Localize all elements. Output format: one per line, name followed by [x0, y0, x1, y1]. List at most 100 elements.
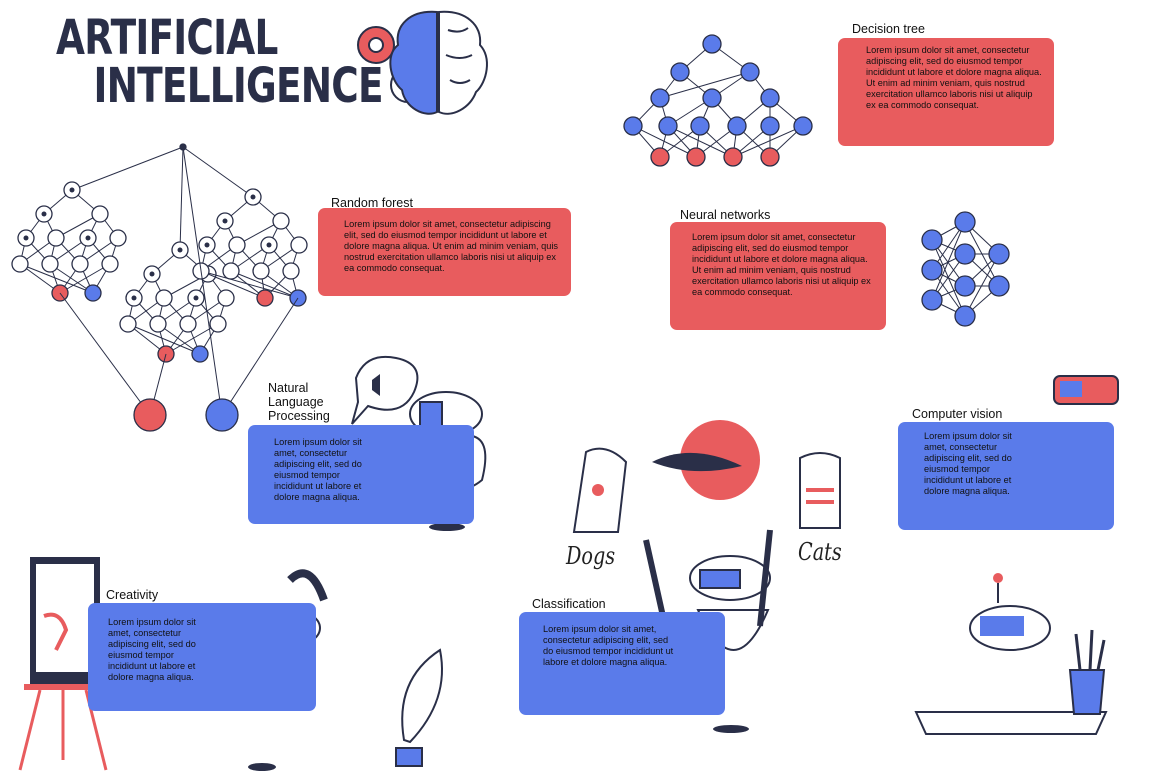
nlp-text: Lorem ipsum dolor sit amet, consectetur …: [274, 437, 362, 502]
classification-textbox: Lorem ipsum dolor sit amet, consectetur …: [519, 612, 725, 715]
creativity-textbox: Lorem ipsum dolor sit amet, consectetur …: [88, 603, 316, 711]
tree-node: [686, 147, 706, 167]
tree-node: [702, 34, 722, 54]
forest-edge: [179, 146, 184, 251]
nn-node: [988, 275, 1010, 297]
node-dot: [149, 271, 155, 277]
nn-node: [988, 243, 1010, 265]
tree-node: [209, 315, 227, 333]
node-dot: [204, 242, 210, 248]
tree-node: [149, 315, 167, 333]
random-forest-text: Lorem ipsum dolor sit amet, consectetur …: [344, 219, 558, 273]
forest-output-red: [133, 398, 167, 432]
tree-node: [760, 147, 780, 167]
decision-tree-textbox: Lorem ipsum dolor sit amet, consectetur …: [838, 38, 1054, 146]
neural-networks-label: Neural networks: [680, 208, 771, 222]
tree-node: [179, 315, 197, 333]
nn-edge: [931, 221, 966, 301]
node-dot: [41, 211, 47, 217]
tree-edge: [200, 270, 299, 299]
random-forest-label: Random forest: [331, 196, 413, 210]
nn-node: [954, 243, 976, 265]
tree-node: [282, 262, 300, 280]
forest-edge: [182, 146, 254, 198]
neural-networks-text: Lorem ipsum dolor sit amet, consectetur …: [692, 232, 871, 297]
tree-edge: [667, 125, 734, 158]
tree-node: [793, 116, 813, 136]
tree-node: [760, 88, 780, 108]
node-dot: [266, 242, 272, 248]
tree-edge: [732, 125, 804, 158]
tree-node: [91, 205, 109, 223]
tree-node: [11, 255, 29, 273]
nn-node: [954, 305, 976, 327]
nlp-textbox: Lorem ipsum dolor sit amet, consectetur …: [248, 425, 474, 524]
node-dot: [177, 247, 183, 253]
tree-edge: [19, 263, 94, 294]
nn-node: [921, 259, 943, 281]
forest-edge: [221, 297, 299, 416]
page-title: ARTIFICIAL INTELLIGENCE: [56, 10, 384, 114]
tree-node: [41, 255, 59, 273]
node-dot: [69, 187, 75, 193]
tree-node: [740, 62, 760, 82]
computer-vision-textbox: Lorem ipsum dolor sit amet, consectetur …: [898, 422, 1114, 530]
dogs-label: Dogs: [566, 542, 616, 570]
tree-node: [658, 116, 678, 136]
tree-node: [109, 229, 127, 247]
forest-edge: [59, 292, 151, 416]
creativity-label: Creativity: [106, 588, 159, 602]
tree-node: [290, 236, 308, 254]
tree-edge: [230, 270, 299, 299]
forest-edge: [182, 146, 223, 416]
tree-node: [256, 289, 274, 307]
nn-edge: [964, 253, 1000, 317]
tree-node: [222, 262, 240, 280]
tree-node: [217, 289, 235, 307]
node-dot: [131, 295, 137, 301]
nn-node: [921, 229, 943, 251]
creativity-text: Lorem ipsum dolor sit amet, consectetur …: [108, 617, 196, 682]
cats-label: Cats: [798, 538, 842, 566]
node-dot: [23, 235, 29, 241]
tree-node: [228, 236, 246, 254]
tree-node: [623, 116, 643, 136]
nn-node: [954, 211, 976, 233]
node-dot: [85, 235, 91, 241]
tree-node: [84, 284, 102, 302]
neural-networks-textbox: Lorem ipsum dolor sit amet, consectetur …: [670, 222, 886, 330]
computer-vision-text: Lorem ipsum dolor sit amet, consectetur …: [924, 431, 1012, 496]
tree-node: [670, 62, 690, 82]
random-forest-textbox: Lorem ipsum dolor sit amet, consectetur …: [318, 208, 571, 296]
tree-node: [101, 255, 119, 273]
tree-edge: [127, 323, 201, 355]
tree-node: [727, 116, 747, 136]
tree-node: [702, 88, 722, 108]
nlp-label: Natural Language Processing: [268, 381, 330, 423]
tree-node: [690, 116, 710, 136]
tree-node: [155, 289, 173, 307]
title-line-1: ARTIFICIAL: [56, 10, 278, 66]
tree-node: [252, 262, 270, 280]
tree-node: [760, 116, 780, 136]
tree-edge: [59, 263, 111, 294]
tree-node: [47, 229, 65, 247]
title-line-2: INTELLIGENCE: [93, 58, 383, 114]
node-dot: [222, 218, 228, 224]
tree-edge: [659, 71, 751, 99]
decision-tree-label: Decision tree: [852, 22, 925, 36]
classification-text: Lorem ipsum dolor sit amet, consectetur …: [543, 624, 674, 667]
tree-node: [650, 147, 670, 167]
tree-node: [272, 212, 290, 230]
tree-node: [650, 88, 670, 108]
node-dot: [250, 194, 256, 200]
computer-vision-label: Computer vision: [912, 407, 1003, 421]
tree-node: [71, 255, 89, 273]
decision-tree-text: Lorem ipsum dolor sit amet, consectetur …: [866, 45, 1042, 110]
nn-node: [921, 289, 943, 311]
classification-label: Classification: [532, 597, 606, 611]
forest-edge: [71, 146, 184, 191]
node-dot: [193, 295, 199, 301]
tree-node: [191, 345, 209, 363]
